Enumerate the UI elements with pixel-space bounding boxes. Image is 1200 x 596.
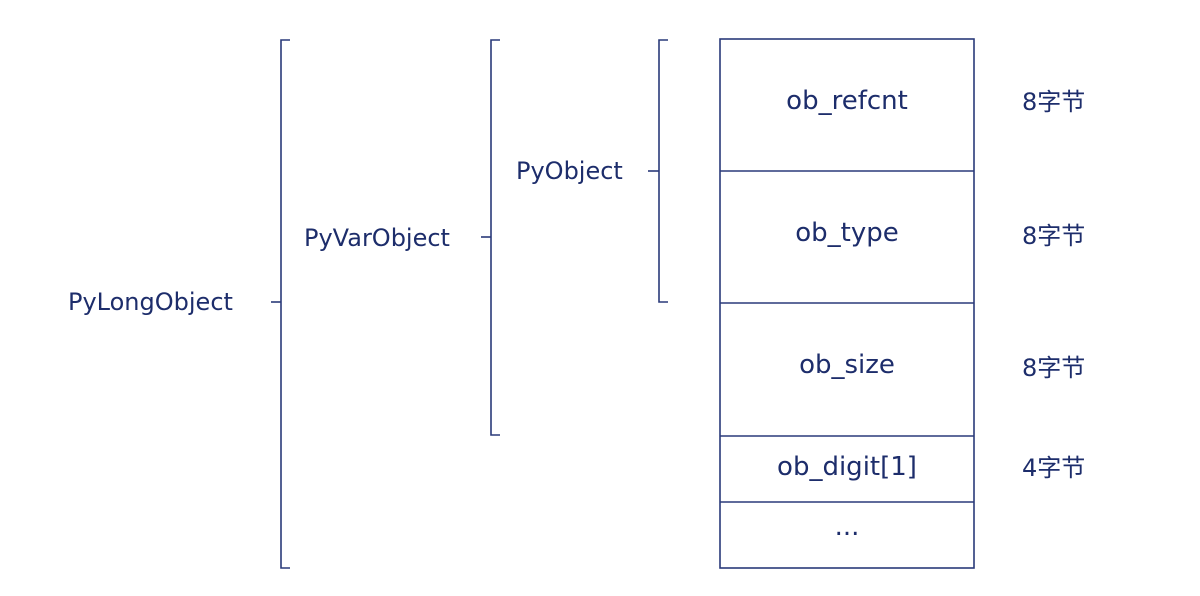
field-ob-digit: ob_digit[1]: [777, 452, 917, 482]
size-ob-refcnt: 8字节: [1022, 88, 1086, 116]
pyvarobject-label: PyVarObject: [304, 224, 450, 252]
field-ob-refcnt: ob_refcnt: [786, 86, 908, 116]
pylongobject-label: PyLongObject: [68, 288, 233, 316]
memory-table: [719, 38, 975, 569]
field-ob-type: ob_type: [795, 218, 899, 248]
size-ob-size: 8字节: [1022, 354, 1086, 382]
size-ob-digit: 4字节: [1022, 454, 1086, 482]
size-ob-type: 8字节: [1022, 222, 1086, 250]
field-ob-size: ob_size: [799, 350, 895, 380]
pylongobject-bracket: [271, 39, 290, 569]
pyobject-bracket: [648, 39, 668, 303]
pyobject-label: PyObject: [516, 157, 623, 185]
field-ellipsis: ...: [834, 512, 860, 542]
pyvarobject-bracket: [481, 39, 500, 436]
